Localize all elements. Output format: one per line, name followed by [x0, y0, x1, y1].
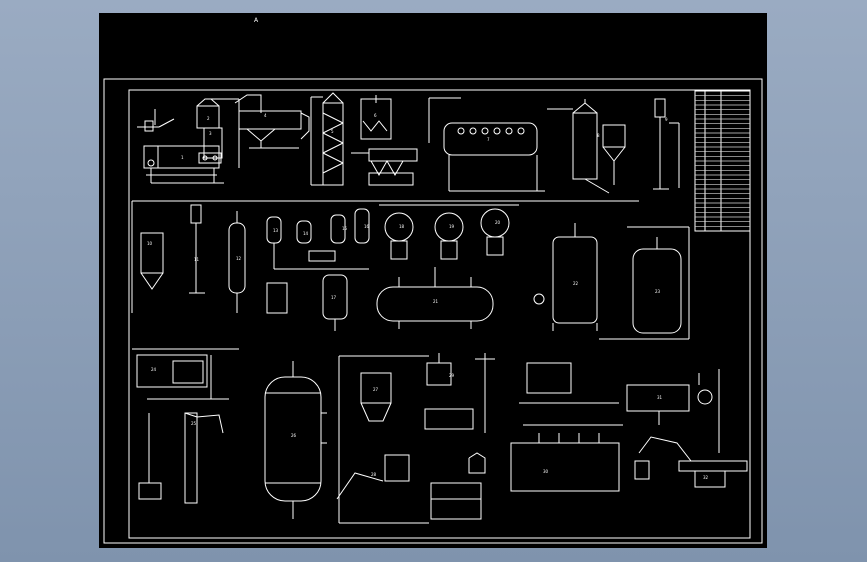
packing-machine: [424, 353, 495, 520]
equipment-number-label: 17: [331, 295, 337, 300]
equipment-number-label: 5: [331, 129, 334, 134]
equipment-number-label: 16: [364, 224, 370, 229]
equipment-number-label: 8: [597, 133, 600, 138]
reactor-vessel: [533, 223, 598, 331]
equipment-number-label: 11: [194, 257, 200, 262]
equipment-number-label: 9: [665, 117, 668, 122]
inner-frame: [128, 89, 751, 539]
equipment-number-label: 10: [147, 241, 153, 246]
parts-table: [694, 90, 751, 232]
concentration-unit: [266, 208, 370, 314]
evaporator-column: [228, 211, 246, 313]
vertical-pipe-unit: [653, 98, 680, 190]
equipment-number-label: 21: [433, 299, 439, 304]
equipment-number-label: 32: [703, 475, 709, 480]
belt-dryer: [428, 97, 545, 192]
cyclone-separator: [131, 200, 639, 313]
equipment-number-label: 22: [573, 281, 579, 286]
labeling-machine: [626, 369, 720, 453]
distillation-column: [264, 361, 327, 519]
bucket-elevator: [138, 412, 224, 504]
equipment-number-label: 25: [191, 421, 197, 426]
equipment-number-label: 31: [657, 395, 663, 400]
equipment-number-label: 6: [374, 113, 377, 118]
equipment-number-label: 14: [303, 231, 309, 236]
storage-vessel: [322, 274, 348, 331]
filter-press: [132, 348, 239, 400]
outer-frame: [103, 78, 763, 544]
centrifuges: [379, 204, 519, 260]
drawing-sheet[interactable]: A: [99, 13, 767, 548]
equipment-number-label: 13: [273, 228, 279, 233]
screw-conveyor: [234, 94, 310, 149]
mixer-hopper: [336, 355, 429, 524]
crusher-unit: [137, 109, 224, 184]
equipment-number-label: 24: [151, 367, 157, 372]
equipment-number-label: 15: [342, 226, 348, 231]
equipment-number-label: 4: [264, 113, 267, 118]
steam-column: [547, 99, 626, 194]
equipment-number-label: 18: [399, 224, 405, 229]
equipment-number-label: 12: [236, 256, 242, 261]
equipment-number-label: 23: [655, 289, 661, 294]
equipment-number-label: 2: [207, 116, 210, 121]
equipment-number-label: 1: [181, 155, 184, 160]
horizontal-tank: [376, 267, 494, 329]
top-mark-text: A: [254, 17, 259, 24]
equipment-number-label: 7: [487, 137, 490, 142]
equipment-number-label: 30: [543, 469, 549, 474]
equipment-number-label: 20: [495, 220, 501, 225]
equipment-number-label: 3: [209, 131, 212, 136]
equipment-number-label: 29: [449, 373, 455, 378]
filling-line: [510, 362, 623, 492]
equipment-number-label: 19: [449, 224, 455, 229]
hopper-unit: [196, 98, 240, 168]
large-storage-tank: [599, 226, 690, 340]
extraction-tower: [310, 92, 344, 186]
equipment-number-label: 26: [291, 433, 297, 438]
equipment-number-label: 27: [373, 387, 379, 392]
palletizer-robot: [634, 436, 748, 488]
equipment-number-label: 28: [371, 472, 377, 477]
filter-separator: [351, 95, 418, 186]
